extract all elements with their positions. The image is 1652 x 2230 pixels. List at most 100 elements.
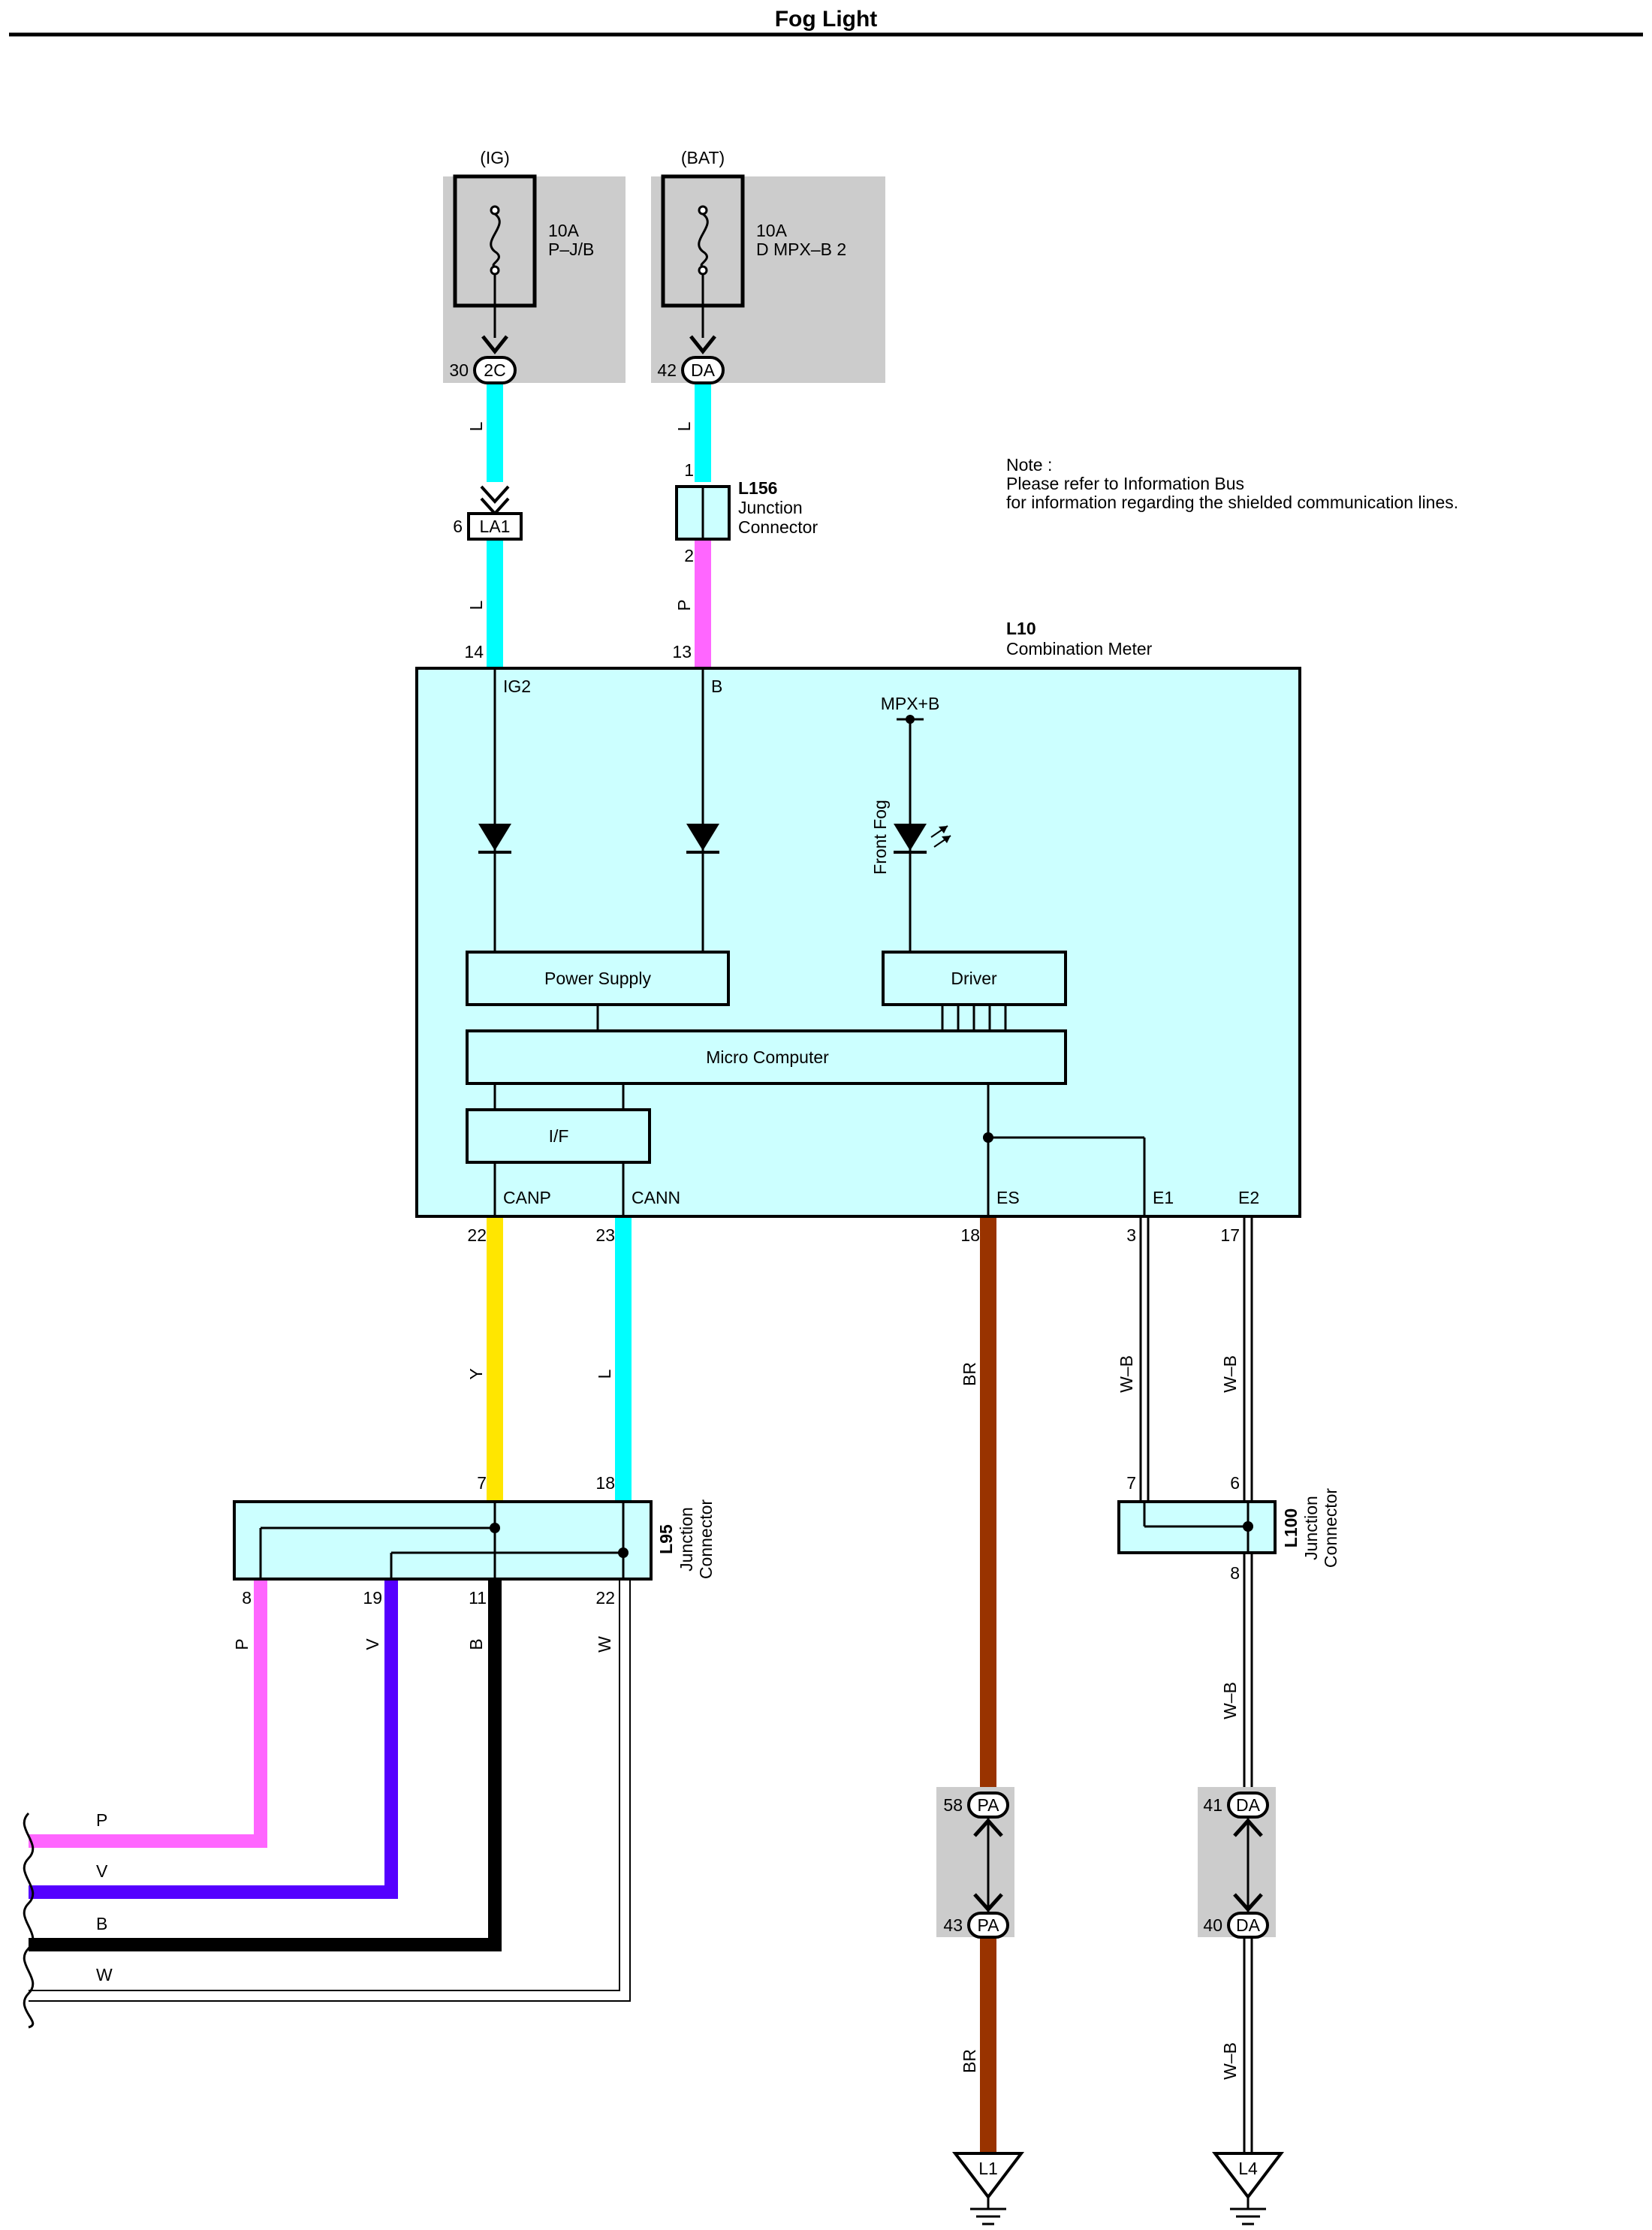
fuse-bat-name: D MPX–B 2	[756, 240, 846, 259]
ground-l1	[951, 2152, 1025, 2225]
bus-label-v: V	[96, 1861, 108, 1881]
driver-label: Driver	[951, 969, 997, 988]
l95-pin-8: 8	[242, 1588, 252, 1608]
micro-computer-label: Micro Computer	[706, 1047, 829, 1067]
connector-l95	[233, 1500, 653, 1581]
bus-label-p: P	[96, 1810, 107, 1830]
fuse-ig-rating: 10A	[548, 221, 580, 240]
note-line2: for information regarding the shielded c…	[1006, 493, 1458, 512]
micro-computer-block	[466, 1029, 1067, 1085]
meter-terminal-cann: CANN	[632, 1188, 680, 1207]
wire-bat-upper	[695, 384, 711, 482]
meter-name: Combination Meter	[1006, 639, 1153, 658]
wire-ig-upper-color: L	[466, 421, 486, 431]
ground-l4-label: L4	[1238, 2159, 1258, 2178]
meter-terminal-canp: CANP	[503, 1188, 551, 1207]
connector-l156-name2: Connector	[738, 517, 818, 537]
wire-l100-out-color: W–B	[1220, 1682, 1240, 1719]
power-supply-block	[466, 951, 730, 1006]
l100-pin-7: 7	[1126, 1473, 1136, 1493]
wire-l95-p-color: P	[232, 1638, 252, 1650]
fuse-bat-connector	[681, 356, 725, 384]
fuse-bat-symbol	[698, 212, 709, 268]
meter-mpx-label: MPX+B	[881, 694, 940, 713]
wire-l95-b-color: B	[466, 1638, 486, 1650]
fuse-bat-rating: 10A	[756, 221, 788, 240]
connector-la1-name: LA1	[480, 517, 511, 536]
fuse-bat-source: (BAT)	[681, 148, 725, 167]
wire-bat-lower	[695, 541, 711, 667]
connector-pa-bottom-pin: 43	[943, 1915, 963, 1935]
meter-terminal-b: B	[711, 677, 722, 696]
wire-es-color: BR	[960, 1362, 979, 1386]
l156-pin-top: 1	[684, 460, 694, 480]
fuse-bat-shade	[651, 176, 885, 383]
connector-la1-pin: 6	[453, 517, 463, 536]
connector-da-top-code: DA	[1236, 1795, 1261, 1815]
diode-b	[686, 824, 719, 851]
connector-pa-top-code: PA	[978, 1795, 1000, 1815]
connector-da-top-pin: 41	[1203, 1795, 1222, 1815]
connector-la1	[467, 512, 523, 541]
interface-block	[466, 1108, 651, 1164]
wire-canp	[487, 1218, 503, 1502]
note-title: Note :	[1006, 455, 1052, 475]
connector-pa-top-pin: 58	[943, 1795, 963, 1815]
connector-l156-name1: Junction	[738, 498, 803, 517]
connector-pa-bottom	[967, 1912, 1009, 1939]
connector-da-bottom-pin: 40	[1203, 1915, 1222, 1935]
wire-l95-w	[29, 1581, 631, 2002]
wire-l95-b	[29, 1581, 502, 1951]
wire-canp-color: Y	[466, 1368, 486, 1379]
front-fog-label: Front Fog	[870, 800, 890, 875]
connector-l95-name1: Junction	[677, 1507, 696, 1572]
wire-bat-lower-color: P	[674, 599, 694, 610]
fuse-ig-name: P–J/B	[548, 240, 594, 259]
wire-l95-w-color: W	[595, 1636, 614, 1653]
meter-pin-18: 18	[960, 1225, 980, 1245]
meter-pin-17: 17	[1220, 1225, 1240, 1245]
fuse-ig-source: (IG)	[480, 148, 510, 167]
fuse-bat: (BAT) 10A D MPX–B 2 DA 42	[651, 148, 885, 384]
meter-pin-23: 23	[595, 1225, 615, 1245]
l95-pin-19: 19	[363, 1588, 382, 1608]
meter-terminal-ig2: IG2	[503, 677, 531, 696]
ground-l1-label: L1	[978, 2159, 998, 2178]
fuse-ig-connector	[473, 356, 517, 384]
wire-e1	[1139, 1218, 1150, 1502]
meter-terminal-e2: E2	[1238, 1188, 1259, 1207]
l100-pin-6: 6	[1230, 1473, 1240, 1493]
connector-l95-name2: Connector	[696, 1499, 716, 1579]
meter-id: L10	[1006, 619, 1036, 638]
driver-block	[882, 951, 1067, 1006]
connector-pa-bottom-code: PA	[978, 1915, 1000, 1935]
connector-da-bottom-code: DA	[1236, 1915, 1261, 1935]
front-fog-indicator-led	[894, 824, 927, 851]
wire-bat-upper-color: L	[674, 421, 694, 431]
l100-pin-8: 8	[1230, 1563, 1240, 1583]
l95-pin-18: 18	[595, 1473, 615, 1493]
meter-pin-22: 22	[467, 1225, 487, 1245]
wire-l95-p	[29, 1581, 267, 1848]
bus-label-b: B	[96, 1914, 107, 1933]
wire-l95-v-color: V	[363, 1638, 382, 1650]
driver-bus-lines	[941, 1005, 1007, 1031]
l156-pin-bottom: 2	[684, 546, 694, 565]
connector-l100-name2: Connector	[1321, 1488, 1340, 1568]
note-line1: Please refer to Information Bus	[1006, 474, 1244, 493]
ground-l4	[1211, 2152, 1285, 2225]
connector-da-bottom	[1227, 1912, 1269, 1939]
wire-e2	[1243, 1218, 1253, 1502]
fuse-bat-connector-code: DA	[691, 360, 716, 380]
page-title: Fog Light	[775, 7, 878, 32]
meter-pin-14: 14	[464, 642, 484, 661]
connector-l156-id: L156	[738, 478, 777, 498]
fuse-ig-symbol	[490, 212, 501, 268]
wire-e2-lower-color: W–B	[1220, 2042, 1240, 2080]
wire-e2-color: W–B	[1220, 1355, 1240, 1393]
fuse-bat-pin: 42	[657, 360, 677, 380]
fuse-ig-pin: 30	[449, 360, 469, 380]
wire-e2-lower	[1243, 1939, 1253, 2153]
interface-label: I/F	[549, 1126, 569, 1146]
